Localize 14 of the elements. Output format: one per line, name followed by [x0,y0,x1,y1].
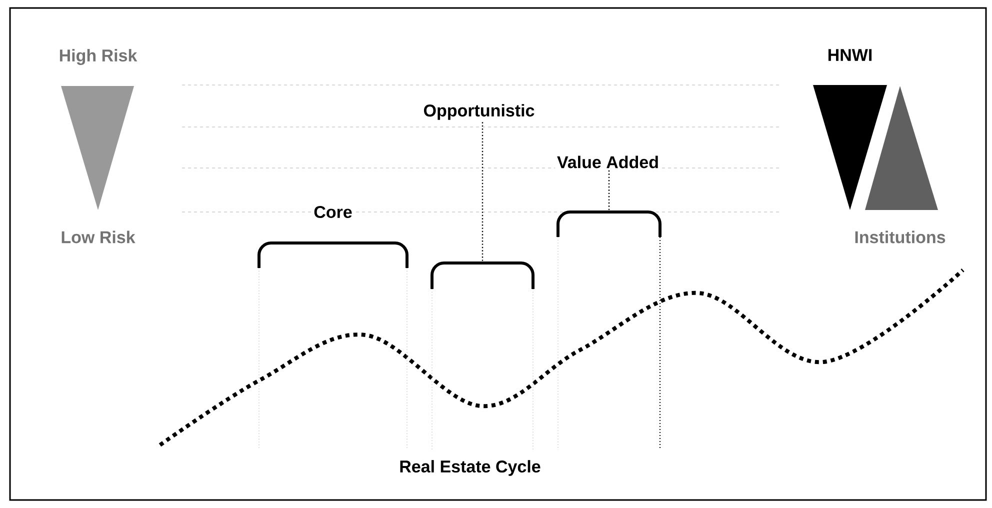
stage-label: Opportunistic [421,102,537,122]
bracket [258,242,408,268]
leader-line [608,170,610,212]
stage-label: Core [312,204,354,220]
text-label: High Risk [56,47,140,67]
stage-label: Value Added [555,154,662,170]
triangle-label: HNWI [828,49,872,61]
text-label: Low Risk [58,228,138,246]
text-label: Real Estate Cycle [397,458,543,478]
bracket [430,262,534,289]
triangle-label: Institutions [855,230,946,244]
triangle [61,86,134,210]
bracket [556,210,662,237]
leader-line [482,122,484,263]
